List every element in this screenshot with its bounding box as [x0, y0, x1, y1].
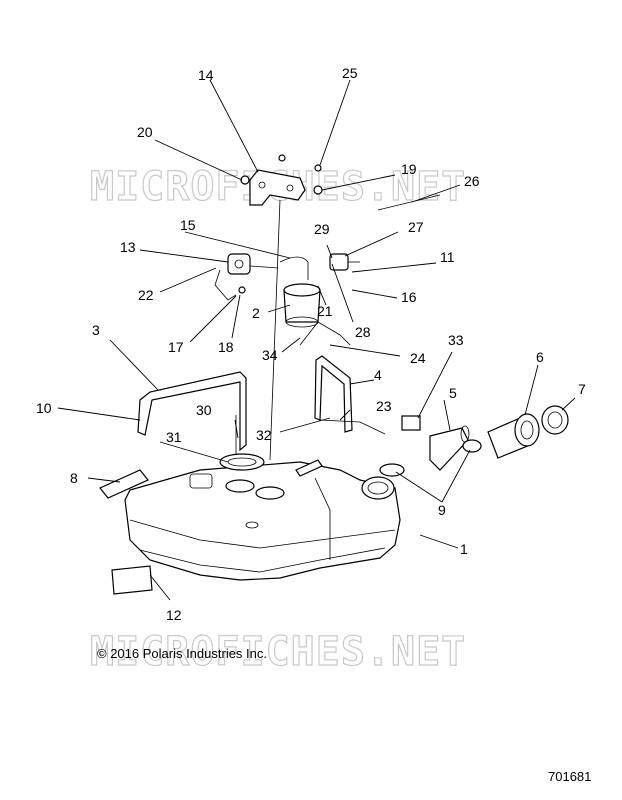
nut-20	[240, 175, 250, 185]
nut-19	[313, 185, 323, 195]
pad-12	[111, 565, 153, 595]
callout-9: 9	[438, 502, 446, 518]
figure-number: 701681	[548, 769, 592, 784]
callout-24: 24	[410, 350, 426, 366]
callout-11: 11	[440, 249, 455, 265]
callout-10: 10	[36, 400, 52, 416]
callout-17: 17	[168, 339, 184, 355]
callout-22: 22	[138, 287, 154, 303]
block-33	[401, 415, 421, 431]
pad-32	[295, 459, 323, 477]
callout-2: 2	[252, 305, 260, 321]
fuel-tank	[124, 461, 401, 581]
fuel-sender-30	[219, 415, 265, 471]
filler-cap-assembly-6	[487, 413, 540, 459]
callout-15: 15	[180, 217, 196, 233]
callout-30: 30	[196, 402, 212, 418]
callout-8: 8	[70, 470, 78, 486]
callout-13: 13	[120, 239, 136, 255]
watermark-bottom: MICROFICHES.NET	[90, 629, 466, 675]
callout-labels: 1 2 3 4 5 6 7 8 9 10 11 12 13 14 15 16 1…	[36, 65, 586, 623]
mounting-bracket-14	[249, 169, 306, 206]
callout-28: 28	[355, 324, 371, 340]
pad-8	[99, 469, 149, 499]
callout-12: 12	[166, 607, 182, 623]
hose-24	[299, 321, 351, 346]
canister-2	[283, 283, 321, 328]
callout-4: 4	[374, 367, 382, 383]
fuel-cap-7	[541, 405, 569, 435]
bolt-25b	[314, 164, 322, 172]
support-rod	[269, 199, 281, 461]
callout-21: 21	[317, 303, 333, 319]
callout-23: 23	[376, 398, 392, 414]
copyright-notice: © 2016 Polaris Industries Inc.	[97, 646, 267, 661]
vent-line-23	[319, 419, 386, 435]
leader-lines	[57, 79, 576, 601]
clamp-9a	[379, 463, 405, 477]
bolt-25a	[278, 154, 286, 162]
clamp-17	[238, 286, 246, 294]
fuel-line-26	[377, 194, 441, 211]
callout-18: 18	[218, 339, 234, 355]
tank-strap-3	[137, 371, 247, 452]
callout-6: 6	[536, 349, 544, 365]
callout-7: 7	[578, 381, 586, 397]
callout-33: 33	[448, 332, 464, 348]
callout-32: 32	[256, 427, 272, 443]
callout-31: 31	[166, 429, 182, 445]
valve-13	[227, 253, 279, 275]
callout-26: 26	[464, 173, 480, 189]
rollover-valve-27	[329, 253, 360, 271]
callout-25: 25	[342, 65, 358, 81]
hose-15	[279, 256, 309, 280]
callout-16: 16	[401, 289, 417, 305]
callout-27: 27	[408, 219, 424, 235]
clamp-9b	[462, 439, 482, 453]
hose-22	[214, 269, 237, 301]
callout-1: 1	[460, 541, 468, 557]
callout-19: 19	[401, 161, 417, 177]
callout-5: 5	[449, 385, 457, 401]
callout-20: 20	[137, 124, 153, 140]
callout-14: 14	[198, 67, 214, 83]
callout-29: 29	[314, 221, 330, 237]
callout-34: 34	[262, 347, 278, 363]
callout-3: 3	[92, 322, 100, 338]
tank-strap-4	[314, 355, 353, 433]
